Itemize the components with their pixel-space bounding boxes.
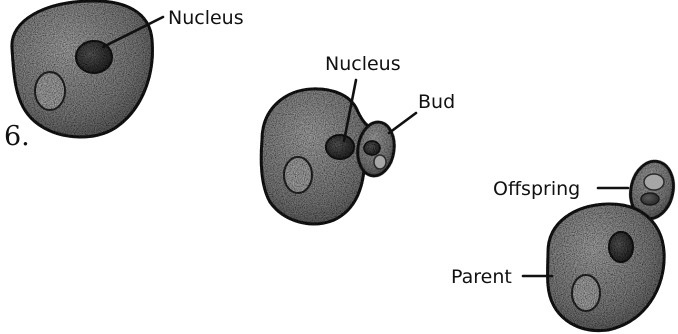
parent-membrane — [548, 204, 665, 331]
parent-label: Parent — [451, 266, 512, 288]
parent-vacuole — [572, 275, 600, 311]
parent-cell — [548, 204, 665, 331]
cell-2-vacuole — [284, 157, 312, 193]
cell-2-nucleus — [326, 135, 354, 159]
step-number: 6. — [4, 121, 30, 152]
bud-label: Bud — [418, 91, 455, 113]
offspring-vacuole — [644, 174, 664, 190]
cell-1-vacuole — [35, 72, 65, 110]
bud-vacuole — [374, 155, 386, 169]
parent-nucleus — [609, 232, 633, 262]
nucleus-mid-label: Nucleus — [325, 53, 401, 75]
cell-1 — [12, 1, 153, 137]
bud-leader-line — [389, 113, 416, 133]
bud-nucleus — [364, 141, 380, 155]
offspring-label: Offspring — [493, 178, 580, 200]
nucleus-top-label: Nucleus — [168, 7, 244, 29]
offspring-nucleus — [641, 193, 659, 205]
